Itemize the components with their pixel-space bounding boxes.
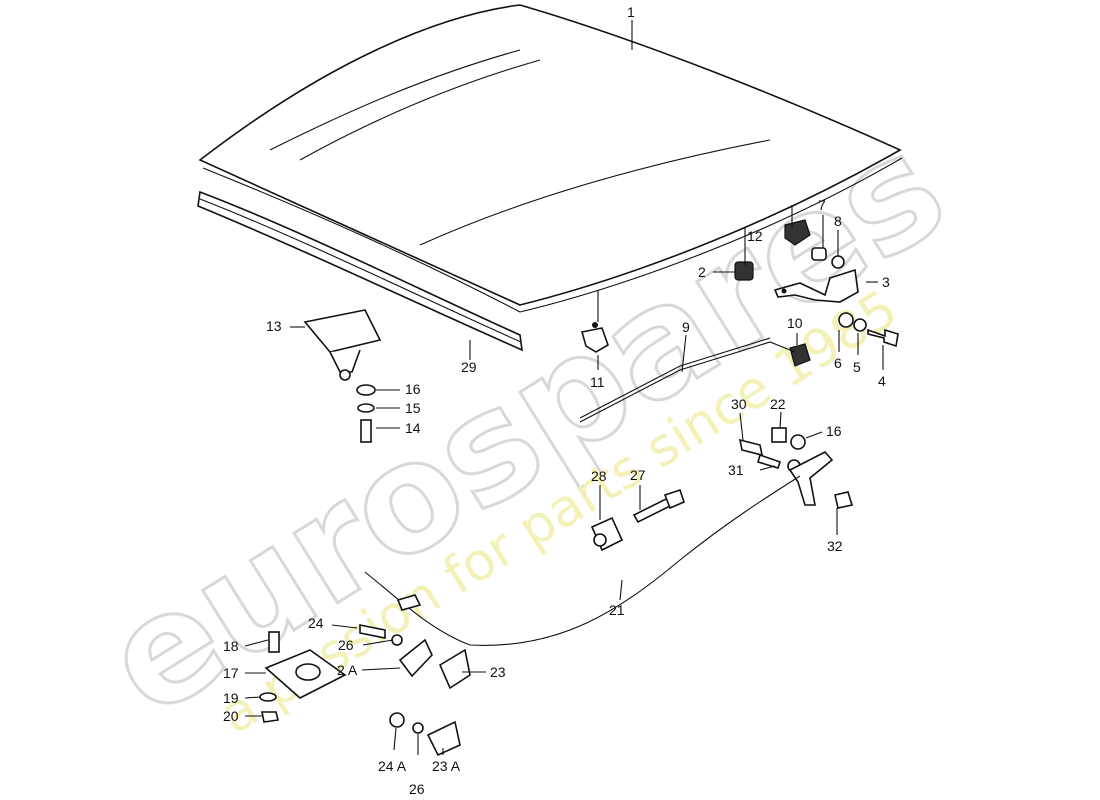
latch-part[interactable] <box>259 631 347 723</box>
callout-26b: 26 <box>409 781 425 797</box>
callout-17: 17 <box>223 665 239 681</box>
callout-7: 7 <box>818 197 826 213</box>
lower-fixings[interactable] <box>389 712 461 757</box>
callout-12: 12 <box>747 228 763 244</box>
callout-20: 20 <box>223 708 239 724</box>
callout-27: 27 <box>630 467 646 483</box>
callout-24: 24 <box>308 615 324 631</box>
buffer-part[interactable] <box>734 219 811 281</box>
release-cable-part[interactable] <box>364 475 801 646</box>
callout-14: 14 <box>405 420 421 436</box>
callout-13: 13 <box>266 318 282 334</box>
lock-part[interactable] <box>303 309 382 381</box>
callout-16b: 16 <box>826 423 842 439</box>
callout-11: 11 <box>590 374 605 390</box>
callout-2a: 2 A <box>337 662 358 678</box>
seal-strip-part[interactable] <box>197 190 523 352</box>
callout-29: 29 <box>461 359 477 375</box>
clip-23-part[interactable] <box>438 648 471 690</box>
callout-26a: 26 <box>338 637 354 653</box>
release-lever-part[interactable] <box>788 451 834 506</box>
knob-part[interactable] <box>590 516 624 552</box>
nut-stack-part[interactable] <box>356 384 376 443</box>
release-lever-fixings[interactable] <box>738 427 806 473</box>
callout-23a: 23 A <box>432 758 461 774</box>
callout-31: 31 <box>728 462 744 478</box>
hinge-bracket-part[interactable] <box>773 268 859 303</box>
support-rod-part[interactable] <box>579 337 796 423</box>
callout-22: 22 <box>770 396 786 412</box>
callout-16a: 16 <box>405 381 421 397</box>
callout-3: 3 <box>882 274 890 290</box>
callout-9: 9 <box>682 319 690 335</box>
callout-23: 23 <box>490 664 506 680</box>
bushing-part[interactable] <box>834 491 854 509</box>
grommet-part[interactable] <box>789 343 811 367</box>
callout-21: 21 <box>609 602 625 618</box>
callout-10: 10 <box>787 315 803 331</box>
callout-28: 28 <box>591 468 607 484</box>
callout-30: 30 <box>731 396 747 412</box>
callout-15: 15 <box>405 400 421 416</box>
callout-8: 8 <box>834 213 842 229</box>
callout-24a: 24 A <box>378 758 407 774</box>
callout-32: 32 <box>827 538 843 554</box>
callout-18: 18 <box>223 638 239 654</box>
callout-19: 19 <box>223 690 239 706</box>
callout-4: 4 <box>878 373 886 389</box>
hinge-bolt-part[interactable] <box>838 312 899 348</box>
screw-part[interactable] <box>632 488 685 524</box>
callout-1: 1 <box>627 4 635 20</box>
leader-lines <box>244 20 884 755</box>
front-lid-part[interactable] <box>198 4 903 313</box>
callout-6: 6 <box>834 355 842 371</box>
clip-part[interactable] <box>580 322 609 353</box>
clip-2a-part[interactable] <box>398 638 433 678</box>
callout-labels: 1 2 2 A 3 4 5 6 7 8 9 10 11 12 13 14 15 … <box>223 4 890 797</box>
callout-5: 5 <box>853 359 861 375</box>
callout-2: 2 <box>698 264 706 280</box>
